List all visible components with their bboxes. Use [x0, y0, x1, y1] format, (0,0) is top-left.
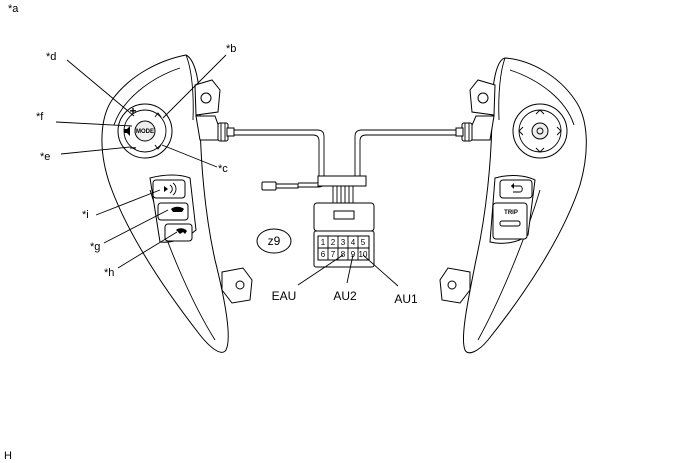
phone-on-hook-icon: [171, 206, 184, 212]
voice-icon: [164, 186, 168, 192]
terminal-eau-label: EAU: [272, 289, 297, 303]
right-switch-assembly: TRIP: [439, 57, 587, 354]
pad-right-icon: [556, 126, 562, 136]
pin-9: 9: [351, 250, 356, 259]
callout-i: *i: [82, 209, 89, 221]
seek-down-icon: [154, 144, 162, 150]
callout-g: *g: [90, 241, 100, 253]
pin-8: 8: [341, 250, 346, 259]
speaker-icon: [124, 126, 130, 136]
callout-d: *d: [46, 51, 56, 63]
pin-4: 4: [351, 238, 356, 247]
phone-off-hook-icon: [176, 228, 187, 234]
pin-10: 10: [359, 250, 368, 259]
volume-plus-label: +: [129, 104, 136, 118]
callout-h: *h: [104, 267, 114, 279]
callout-e: *e: [40, 151, 50, 163]
mode-button-label: MODE: [136, 129, 154, 135]
seek-up-icon: [154, 112, 162, 118]
pin-3: 3: [341, 238, 346, 247]
callout-c: *c: [218, 163, 228, 175]
left-switch-assembly: MODE + –: [101, 54, 253, 353]
pad-up-icon: [535, 109, 545, 115]
connector-code: z9: [268, 234, 281, 248]
pin-6: 6: [321, 250, 326, 259]
figure-corner-mark: H: [4, 450, 12, 462]
connector-code-oval: [256, 228, 292, 254]
volume-minus-label: –: [130, 140, 137, 154]
callout-a: *a: [8, 3, 19, 15]
terminal-au2-label: AU2: [333, 289, 357, 303]
terminal-au1-label: AU1: [394, 292, 418, 306]
connector-pin-face: 1 2 3 4 5 6 7 8 9 10: [317, 235, 370, 261]
pin-7: 7: [331, 250, 336, 259]
back-icon: [511, 185, 523, 193]
pad-down-icon: [535, 147, 545, 153]
callout-f: *f: [36, 111, 44, 123]
trip-button-label: TRIP: [504, 210, 518, 216]
pin-5: 5: [361, 238, 366, 247]
callout-b: *b: [226, 43, 236, 55]
pin-2: 2: [331, 238, 336, 247]
pin-1: 1: [321, 238, 326, 247]
pad-left-icon: [518, 126, 524, 136]
